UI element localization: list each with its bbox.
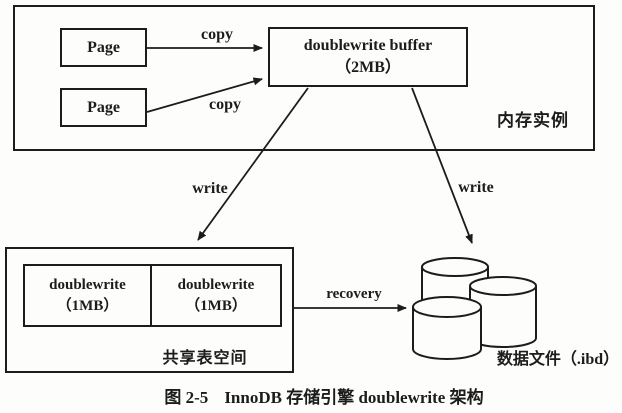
page-box-1: Page [60,28,147,67]
doublewrite-1mb-cell-1-line2: （1MB） [56,297,119,314]
copy-label-2: copy [209,96,241,113]
doublewrite-segments-box: doublewrite （1MB） doublewrite （1MB） [23,264,282,327]
database-cylinder-back-icon [421,257,489,318]
page-box-2-label: Page [87,98,120,116]
figure-caption-number: 图 2-5 [164,388,209,407]
recovery-label: recovery [326,286,382,302]
memory-instance-label: 内存实例 [497,111,569,130]
write-label-right: write [458,179,494,196]
doublewrite-buffer-box: doublewrite buffer （2MB） [268,27,468,87]
doublewrite-1mb-cell-2-line1: doublewrite [177,276,255,293]
page-box-2: Page [60,88,147,127]
database-cylinder-right-icon [469,276,537,348]
page-box-1-label: Page [87,38,120,56]
doublewrite-1mb-cell-1-line1: doublewrite [49,276,126,293]
doublewrite-1mb-cell-2: doublewrite （1MB） [152,266,280,325]
copy-label-1: copy [201,26,233,43]
shared-tablespace-label: 共享表空间 [162,350,248,367]
doublewrite-1mb-cell-1: doublewrite （1MB） [25,266,152,325]
doublewrite-buffer-line2: （2MB） [335,59,401,76]
doublewrite-buffer-line1: doublewrite buffer [303,36,433,54]
shared-tablespace-box [5,247,294,373]
database-cylinder-front-icon [412,296,482,360]
write-label-left: write [192,180,228,197]
data-files-label: 数据文件（.ibd） [496,351,620,368]
figure-caption: 图 2-5 InnoDB 存储引擎 doublewrite 架构 [26,383,622,408]
figure-caption-title: InnoDB 存储引擎 doublewrite 架构 [224,388,484,407]
doublewrite-1mb-cell-2-line2: （1MB） [185,297,247,314]
